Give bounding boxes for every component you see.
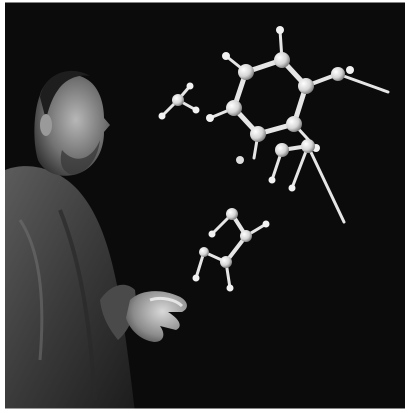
model-atom <box>276 26 284 34</box>
model-atom <box>301 139 315 153</box>
model-atom <box>222 52 230 60</box>
model-atom <box>192 274 200 282</box>
model-atom <box>206 114 214 122</box>
model-atom <box>186 82 194 90</box>
model-atom <box>192 106 200 114</box>
shirt-fold <box>58 209 97 401</box>
model-atom <box>226 208 238 220</box>
model-atom <box>288 184 296 192</box>
model-bond <box>306 144 346 224</box>
person-arm <box>100 284 136 340</box>
model-atom <box>240 230 252 242</box>
model-atom <box>238 64 254 80</box>
model-atom <box>220 256 232 268</box>
model-atom <box>236 156 244 164</box>
hand-finger <box>149 296 184 308</box>
model-atom <box>208 230 216 238</box>
model-atom <box>346 66 354 74</box>
model-atom <box>199 247 209 257</box>
person-ear <box>40 114 52 136</box>
model-bond <box>336 72 390 94</box>
person-beard <box>60 140 100 175</box>
person-head <box>34 74 110 176</box>
person-shirt <box>5 166 135 413</box>
model-atom <box>226 100 242 116</box>
model-atom <box>250 126 266 142</box>
model-atom <box>274 52 290 68</box>
model-atom <box>286 116 302 132</box>
person-hand <box>126 291 187 342</box>
model-atom <box>226 284 234 292</box>
model-atom <box>275 143 289 157</box>
person-hair <box>40 70 90 120</box>
model-atom <box>331 67 345 81</box>
model-atoms <box>158 26 354 292</box>
model-atom <box>268 176 276 184</box>
shirt-fold <box>18 219 44 361</box>
model-atom <box>262 220 270 228</box>
model-bond <box>290 144 310 190</box>
model-atom <box>172 94 184 106</box>
person-figure <box>5 70 187 413</box>
model-atom <box>158 112 166 120</box>
model-atom <box>298 78 314 94</box>
